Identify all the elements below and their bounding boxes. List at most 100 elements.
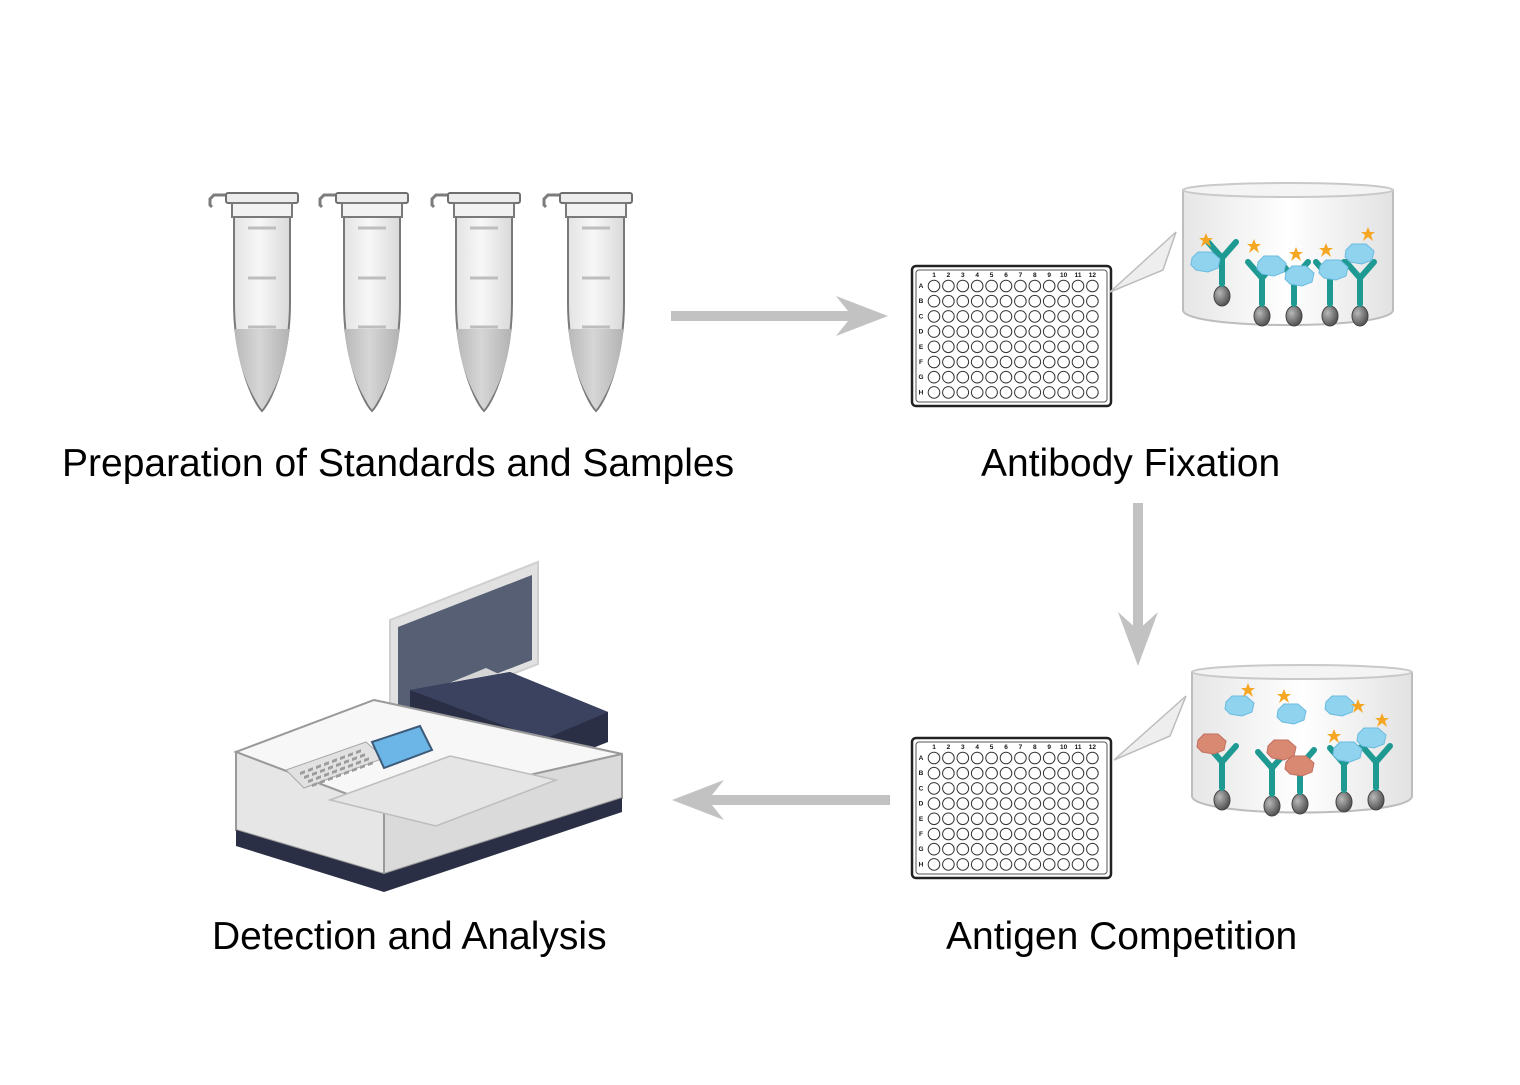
plate-column-label: 10 bbox=[1060, 744, 1068, 751]
plate-well bbox=[956, 370, 970, 384]
plate-row-label: A bbox=[919, 283, 924, 290]
plate-well bbox=[970, 325, 984, 338]
plate-row-label: G bbox=[918, 846, 923, 853]
plate-well bbox=[1086, 842, 1099, 856]
plate-well bbox=[1014, 842, 1027, 856]
plate-column-label: 6 bbox=[1004, 744, 1008, 751]
antigen-icon bbox=[1256, 255, 1287, 277]
plate-well bbox=[1014, 294, 1027, 308]
plate-well bbox=[927, 812, 941, 826]
antigen-icon bbox=[1224, 695, 1255, 717]
bead-icon bbox=[1285, 305, 1303, 327]
bead-icon bbox=[1351, 305, 1369, 327]
plate-well bbox=[956, 827, 970, 841]
plate-well bbox=[1014, 340, 1027, 354]
plate-well bbox=[1014, 812, 1027, 826]
plate-well bbox=[1086, 310, 1099, 323]
keypad-key bbox=[352, 756, 357, 762]
plate-well bbox=[1028, 842, 1042, 856]
plate-well bbox=[927, 751, 941, 765]
step-label-competition: Antigen Competition bbox=[946, 915, 1298, 958]
plate-well bbox=[1071, 858, 1085, 871]
plate-well bbox=[999, 370, 1013, 384]
plate-well bbox=[1028, 279, 1042, 293]
plate-well bbox=[999, 842, 1013, 856]
plate-row-label: E bbox=[919, 816, 924, 823]
keypad-key bbox=[304, 774, 309, 780]
plate-well bbox=[956, 842, 970, 856]
plate-well bbox=[985, 355, 998, 369]
plate-well bbox=[942, 370, 955, 384]
antigen-icon bbox=[1332, 741, 1363, 763]
plate-well bbox=[1071, 355, 1085, 369]
plate-well bbox=[956, 797, 970, 810]
plate-well bbox=[1014, 325, 1027, 338]
keypad-key bbox=[312, 771, 317, 777]
keypad-key bbox=[348, 752, 353, 758]
plate-well bbox=[1086, 797, 1099, 810]
plate-well bbox=[942, 797, 955, 810]
plate-well bbox=[1014, 355, 1027, 369]
plate-well bbox=[1086, 386, 1099, 399]
bead-icon bbox=[1291, 793, 1309, 815]
plate-well bbox=[927, 766, 941, 780]
plate-well bbox=[1086, 370, 1099, 384]
plate-well bbox=[956, 310, 970, 323]
plate-well bbox=[1042, 858, 1056, 871]
plate-well bbox=[1014, 797, 1027, 810]
plate-row-label: H bbox=[919, 389, 924, 396]
sample-tube-icon bbox=[542, 191, 634, 413]
plate-well bbox=[1057, 751, 1070, 765]
plate-well bbox=[1057, 294, 1070, 308]
plate-well bbox=[1071, 325, 1085, 338]
bead-icon bbox=[1253, 305, 1271, 327]
keypad-key bbox=[320, 779, 325, 785]
plate-well bbox=[970, 797, 984, 810]
plate-well bbox=[1071, 279, 1085, 293]
well-magnifier-icon-fixation bbox=[1109, 182, 1394, 327]
plate-well bbox=[1028, 386, 1042, 399]
plate-well bbox=[999, 294, 1013, 308]
keypad-key bbox=[344, 759, 349, 765]
plate-well bbox=[956, 751, 970, 765]
antigen-icon bbox=[1190, 251, 1221, 273]
plate-well bbox=[942, 325, 955, 338]
plate-column-label: 5 bbox=[990, 272, 994, 279]
keypad-key bbox=[364, 757, 369, 763]
plate-well bbox=[1086, 827, 1099, 841]
plate-row-label: G bbox=[918, 374, 923, 381]
plate-column-label: 2 bbox=[947, 744, 951, 751]
plate-well bbox=[1028, 766, 1042, 780]
plate-well bbox=[1028, 294, 1042, 308]
plate-well bbox=[1086, 294, 1099, 308]
keypad-key bbox=[324, 761, 329, 767]
plate-well bbox=[970, 751, 984, 765]
plate-column-label: 10 bbox=[1060, 272, 1068, 279]
plate-well bbox=[942, 310, 955, 323]
plate-well bbox=[942, 782, 955, 795]
plate-well bbox=[956, 812, 970, 826]
plate-well bbox=[1086, 858, 1099, 871]
plate-well bbox=[1057, 310, 1070, 323]
plate-well bbox=[1028, 797, 1042, 810]
plate-well bbox=[1042, 279, 1056, 293]
plate-well bbox=[1042, 310, 1056, 323]
plate-well bbox=[985, 827, 998, 841]
plate-well bbox=[985, 370, 998, 384]
plate-row-label: F bbox=[919, 831, 923, 838]
keypad-key bbox=[320, 768, 325, 774]
plate-well bbox=[942, 279, 955, 293]
plate-well bbox=[1014, 782, 1027, 795]
plate-well bbox=[942, 812, 955, 826]
keypad-key bbox=[368, 761, 373, 767]
plate-column-label: 3 bbox=[961, 272, 965, 279]
keypad-key bbox=[340, 766, 345, 772]
plate-well bbox=[985, 386, 998, 399]
plate-well bbox=[956, 325, 970, 338]
plate-well bbox=[927, 827, 941, 841]
plate-well bbox=[1071, 842, 1085, 856]
antigen-icon bbox=[1324, 695, 1355, 717]
plate-well bbox=[1028, 355, 1042, 369]
